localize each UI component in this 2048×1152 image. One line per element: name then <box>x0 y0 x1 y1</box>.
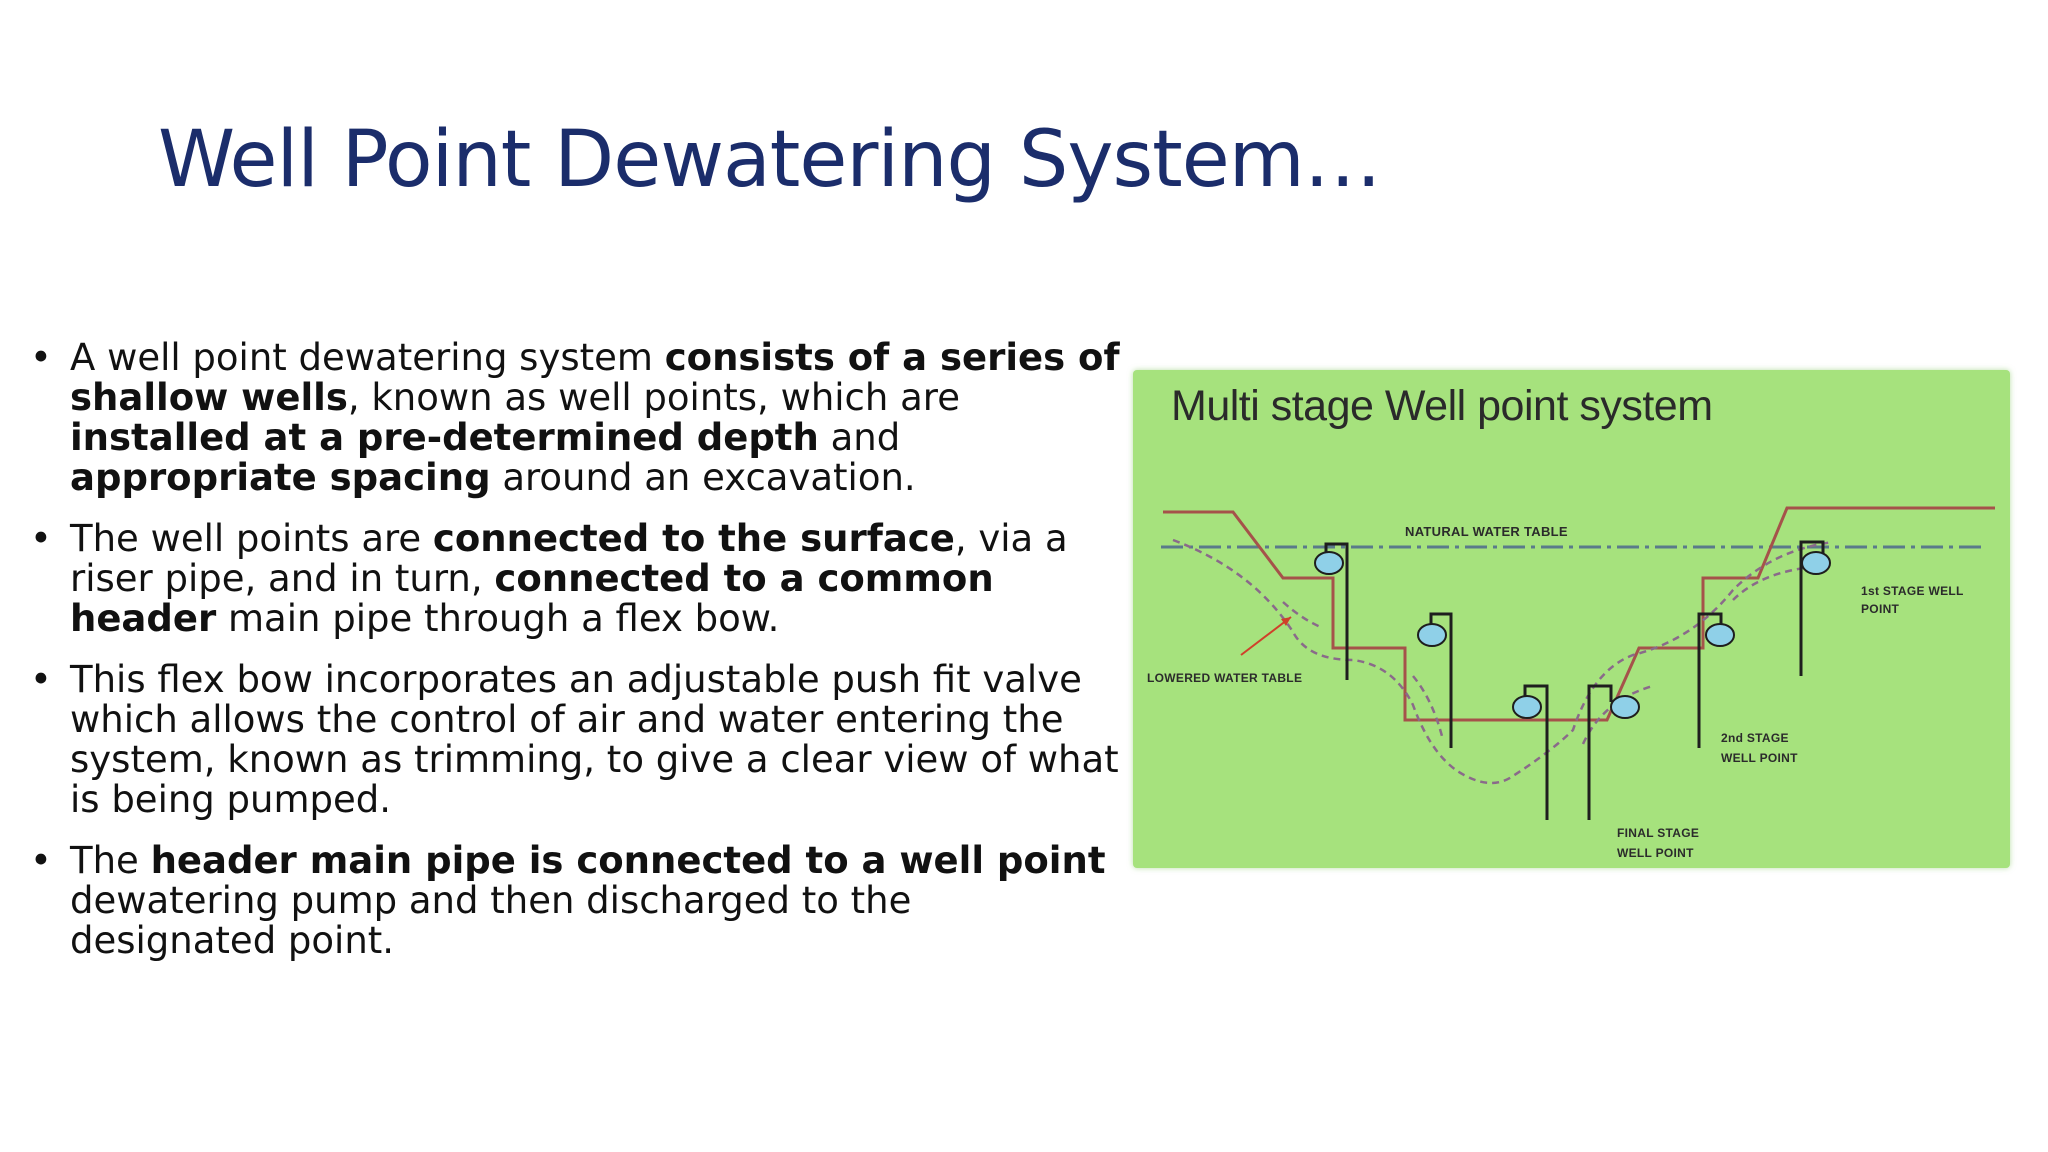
bullet-item: • This flex bow incorporates an adjustabl… <box>30 660 1120 820</box>
well-point-2 <box>1417 612 1453 748</box>
bullet-text: , via a riser pipe, and in turn, <box>70 517 1068 600</box>
arrow-head <box>1281 617 1291 626</box>
bullet-text: This flex bow incorporates an adjustable… <box>70 658 1119 821</box>
bullet-marker: • <box>30 839 52 882</box>
bullet-marker: • <box>30 336 52 379</box>
bullet-item: • A well point dewatering system consists… <box>30 338 1120 498</box>
lowered-water-table-arrow <box>1240 616 1292 656</box>
bullet-bold-text: consists of a series of shallow wells <box>70 336 1120 419</box>
drawdown-curve <box>1172 538 1834 785</box>
slide-title: Well Point Dewatering System… <box>158 115 1382 205</box>
bullet-list: • A well point dewatering system consists… <box>30 338 1120 982</box>
lowered-water-table-label: LOWERED WATER TABLE <box>1147 671 1303 685</box>
bullet-text: and <box>818 416 901 459</box>
natural-water-table-label: NATURAL WATER TABLE <box>1405 524 1568 539</box>
bullet-text: The <box>70 839 151 882</box>
well-point-3 <box>1512 684 1549 820</box>
bullet-bold-text: connected to a common header <box>70 557 994 640</box>
drawdown-curve-upper <box>1282 564 1824 745</box>
well-point-5 <box>1697 612 1735 748</box>
bullet-bold-text: header main pipe is connected to a well … <box>150 839 1106 882</box>
bullet-text: around an excavation. <box>490 456 916 499</box>
bullet-text: main pipe through a flex bow. <box>216 597 780 640</box>
stage2-well-point-label: 2nd STAGE WELL POINT <box>1721 731 1798 765</box>
bullet-text: A well point dewatering system <box>70 336 665 379</box>
stage1-well-point-label: 1st STAGE WELL POINT <box>1861 584 1964 616</box>
diagram-drawing <box>1161 506 1995 820</box>
bullet-bold-text: appropriate spacing <box>70 456 491 499</box>
diagram-title: Multi stage Well point system <box>1171 382 1713 430</box>
bullet-text: dewatering pump and then discharged to t… <box>70 879 912 962</box>
well-point-6 <box>1799 540 1831 676</box>
well-point-1 <box>1314 542 1349 680</box>
bullet-item: • The well points are connected to the su… <box>30 519 1120 639</box>
bullet-text: , known as well points, which are <box>347 376 960 419</box>
bullet-bold-text: installed at a pre-determined depth <box>70 416 819 459</box>
well-point-4 <box>1587 684 1640 820</box>
final-stage-well-point-label: FINAL STAGE WELL POINT <box>1617 826 1700 860</box>
bullet-marker: • <box>30 517 52 560</box>
well-point-diagram: Multi stage Well point system NATURAL WA… <box>1133 370 2010 868</box>
excavation-profile <box>1163 506 1995 722</box>
bullet-text: The well points are <box>70 517 433 560</box>
bullet-bold-text: connected to the surface <box>432 517 955 560</box>
bullet-item: • The header main pipe is connected to a … <box>30 841 1120 961</box>
bullet-marker: • <box>30 658 52 701</box>
